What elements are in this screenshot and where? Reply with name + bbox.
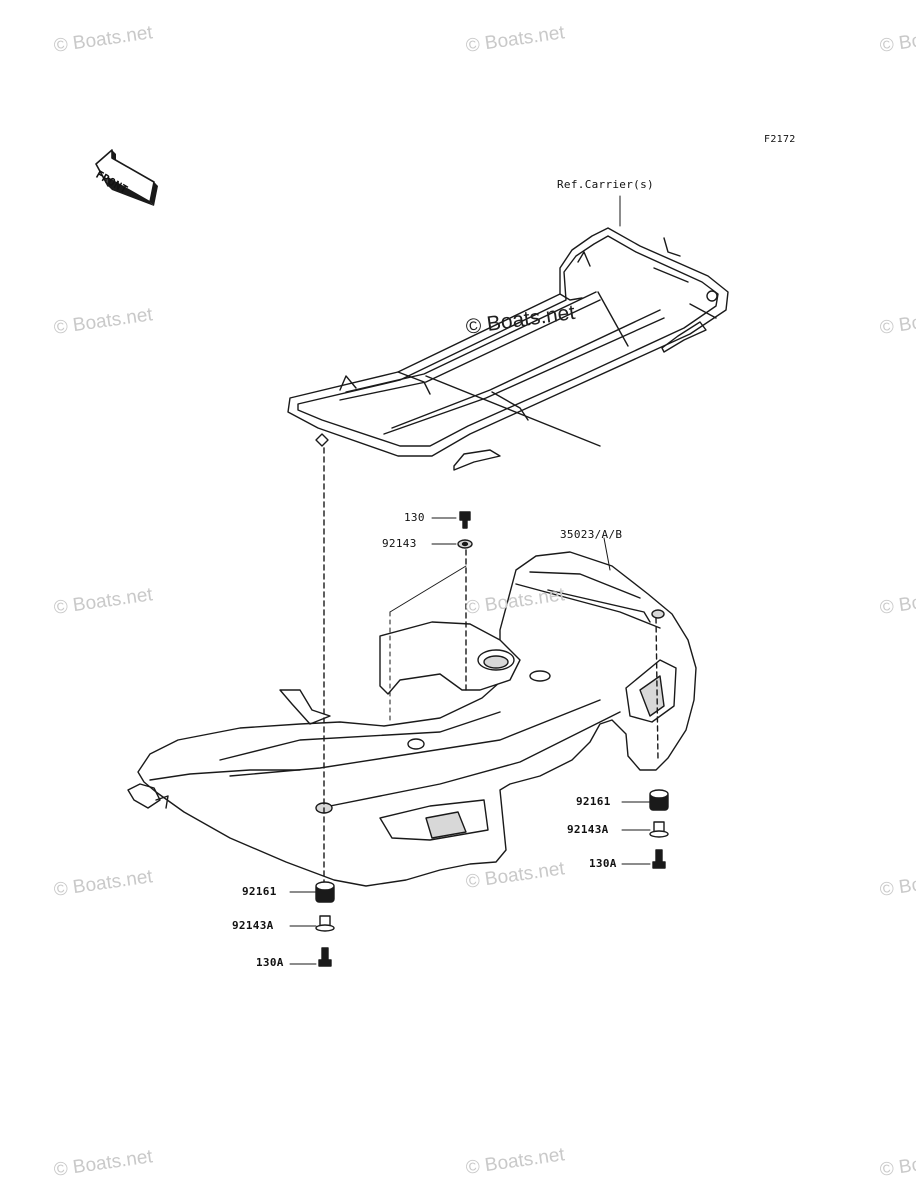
bolt-130a-right-icon xyxy=(652,849,666,869)
part-label-130a-right: 130A xyxy=(589,857,617,870)
part-label-92143a-left: 92143A xyxy=(232,919,274,932)
collar-92143a-right-icon xyxy=(649,821,669,838)
part-label-130a-left: 130A xyxy=(256,956,284,969)
ref-carrier-label: Ref.Carrier(s) xyxy=(557,178,654,191)
part-label-92143: 92143 xyxy=(382,537,417,550)
collar-92143a-left-icon xyxy=(315,915,335,932)
front-arrow-icon xyxy=(95,149,158,206)
part-label-92161-left: 92161 xyxy=(242,885,277,898)
figure-code: F2172 xyxy=(764,134,796,145)
grommet-92161-right-icon xyxy=(649,789,669,811)
carrier-rack-drawing xyxy=(287,227,729,471)
leader-lines xyxy=(289,195,651,965)
part-label-92161-right: 92161 xyxy=(576,795,611,808)
part-label-130: 130 xyxy=(404,511,425,524)
washer-92143-icon xyxy=(457,539,473,549)
grommet-92161-left-icon xyxy=(315,881,335,903)
part-label-35023: 35023/A/B xyxy=(560,528,623,541)
rear-fender-drawing xyxy=(127,447,697,887)
bolt-130a-left-icon xyxy=(318,947,332,967)
bolt-130-icon xyxy=(459,511,471,529)
part-label-92143a-right: 92143A xyxy=(567,823,609,836)
